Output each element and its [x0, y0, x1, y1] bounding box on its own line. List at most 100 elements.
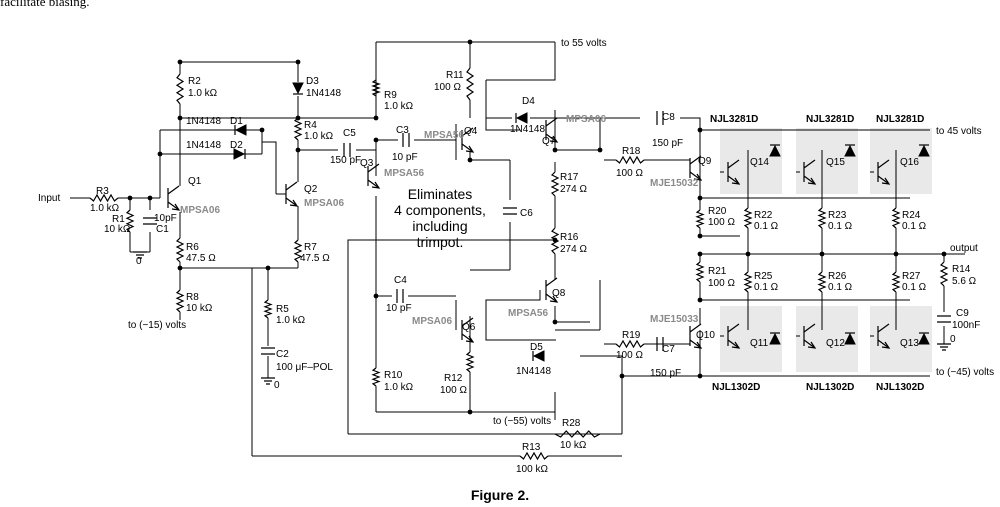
input-label: Input	[38, 193, 60, 204]
r11-ref: R11	[446, 70, 464, 81]
d5-symbol	[532, 350, 545, 362]
q12-symbol	[803, 323, 816, 349]
device-layer	[89, 67, 951, 461]
d5-value: 1N4148	[516, 366, 551, 377]
d2-ref: D2	[230, 140, 243, 151]
r4-value: 1.0 kΩ	[304, 131, 334, 142]
q10-part: MJE15033	[650, 314, 699, 325]
r18-value: 100 Ω	[616, 168, 643, 179]
r9-symbol	[371, 79, 381, 97]
c1-symbol	[143, 217, 157, 225]
r25-symbol	[743, 271, 753, 293]
d-q15-symbol	[844, 144, 856, 157]
rail-neg15-label: to (−15) volts	[128, 320, 186, 331]
r11-symbol	[465, 67, 475, 101]
q10-ref: Q10	[696, 330, 715, 341]
output-label: output	[950, 243, 978, 254]
r8-symbol	[175, 289, 185, 313]
d-q12-symbol	[844, 332, 856, 345]
r7-value: 47.5 Ω	[300, 253, 330, 264]
r2-symbol	[175, 73, 185, 105]
d-q13-symbol	[918, 332, 930, 345]
r12-value: 100 Ω	[440, 385, 467, 396]
r12-ref: R12	[444, 373, 463, 384]
q16-package-shade	[870, 128, 932, 194]
q11-symbol-arrow	[731, 341, 741, 349]
q15-package-shade	[796, 128, 858, 194]
d4-symbol	[515, 112, 528, 124]
c5-value: 150 pF	[330, 155, 361, 166]
r14-ref: R14	[952, 264, 971, 275]
c3-value: 10 pF	[392, 152, 418, 163]
c5-symbol	[343, 143, 351, 157]
c6-ref: C6	[520, 208, 533, 219]
q12-symbol-arrow	[807, 341, 817, 349]
c4-ref: C4	[394, 275, 407, 286]
d-q11-symbol	[769, 332, 781, 345]
q3-symbol-arrow	[371, 181, 381, 189]
q16-symbol	[877, 159, 890, 185]
r16-symbol	[550, 227, 560, 255]
r21-value: 100 Ω	[708, 278, 735, 289]
q4-ref: Q4	[464, 126, 478, 137]
c7-value: 150 pF	[650, 368, 681, 379]
q3-part: MPSA56	[384, 168, 424, 179]
annotation-line-1: Eliminates	[408, 186, 473, 202]
d3-ref: D3	[306, 76, 319, 87]
d4-ref: D4	[522, 96, 535, 107]
r24-symbol	[891, 207, 901, 229]
c9-value: 100nF	[952, 320, 980, 331]
q2-part: MPSA06	[304, 198, 344, 209]
q11-part: NJL1302D	[712, 382, 760, 393]
annotation-line-4: trimpot.	[417, 234, 464, 250]
q8-ref: Q8	[552, 288, 566, 299]
r25-value: 0.1 Ω	[754, 282, 779, 293]
r23-value: 0.1 Ω	[828, 221, 853, 232]
q4-symbol	[461, 127, 474, 153]
q6-symbol-arrow	[465, 335, 475, 343]
r13-symbol	[519, 451, 549, 461]
rail-neg55-label: to (−55) volts	[493, 416, 551, 427]
q2-symbol-arrow	[289, 199, 299, 207]
r24-value: 0.1 Ω	[902, 221, 927, 232]
r9-ref: R9	[384, 90, 397, 101]
c8-ref: C8	[662, 112, 675, 123]
q8-symbol	[545, 277, 558, 303]
ground-3	[937, 343, 951, 351]
r6-ref: R6	[186, 242, 199, 253]
r14-value: 5.6 Ω	[952, 276, 977, 287]
r28-ref: R28	[562, 418, 581, 429]
q8-symbol-arrow	[549, 295, 559, 303]
r11-value: 100 Ω	[434, 82, 461, 93]
r6-value: 47.5 Ω	[186, 253, 216, 264]
c9-symbol	[937, 315, 951, 323]
ground-label-3: 0	[950, 334, 956, 345]
r7-ref: R7	[304, 242, 317, 253]
c8-value: 150 pF	[652, 138, 683, 149]
q9-part: MJE15032	[650, 178, 699, 189]
q15-ref: Q15	[826, 157, 845, 168]
r10-symbol	[371, 367, 381, 387]
q12-ref: Q12	[826, 338, 845, 349]
d1-ref: D1	[230, 116, 243, 127]
r10-ref: R10	[384, 370, 403, 381]
c9-ref: C9	[956, 308, 969, 319]
q15-symbol	[803, 159, 816, 185]
r26-value: 0.1 Ω	[828, 282, 853, 293]
r9-value: 1.0 kΩ	[384, 101, 414, 112]
q14-part: NJL3281D	[710, 114, 758, 125]
q4-symbol-arrow	[465, 145, 475, 153]
c2-symbol	[261, 347, 275, 355]
q7-symbol	[545, 117, 558, 143]
d2-symbol	[233, 148, 246, 160]
r19-ref: R19	[622, 330, 641, 341]
r7-symbol	[293, 239, 303, 263]
rail-pos55-label: to 55 volts	[561, 38, 607, 49]
r17-value: 274 Ω	[560, 184, 587, 195]
r21-ref: R21	[708, 266, 727, 277]
r21-symbol	[695, 261, 705, 283]
c2-value: 100 μF–POL	[276, 362, 333, 373]
q6-ref: Q6	[462, 322, 476, 333]
d5-ref: D5	[530, 342, 543, 353]
